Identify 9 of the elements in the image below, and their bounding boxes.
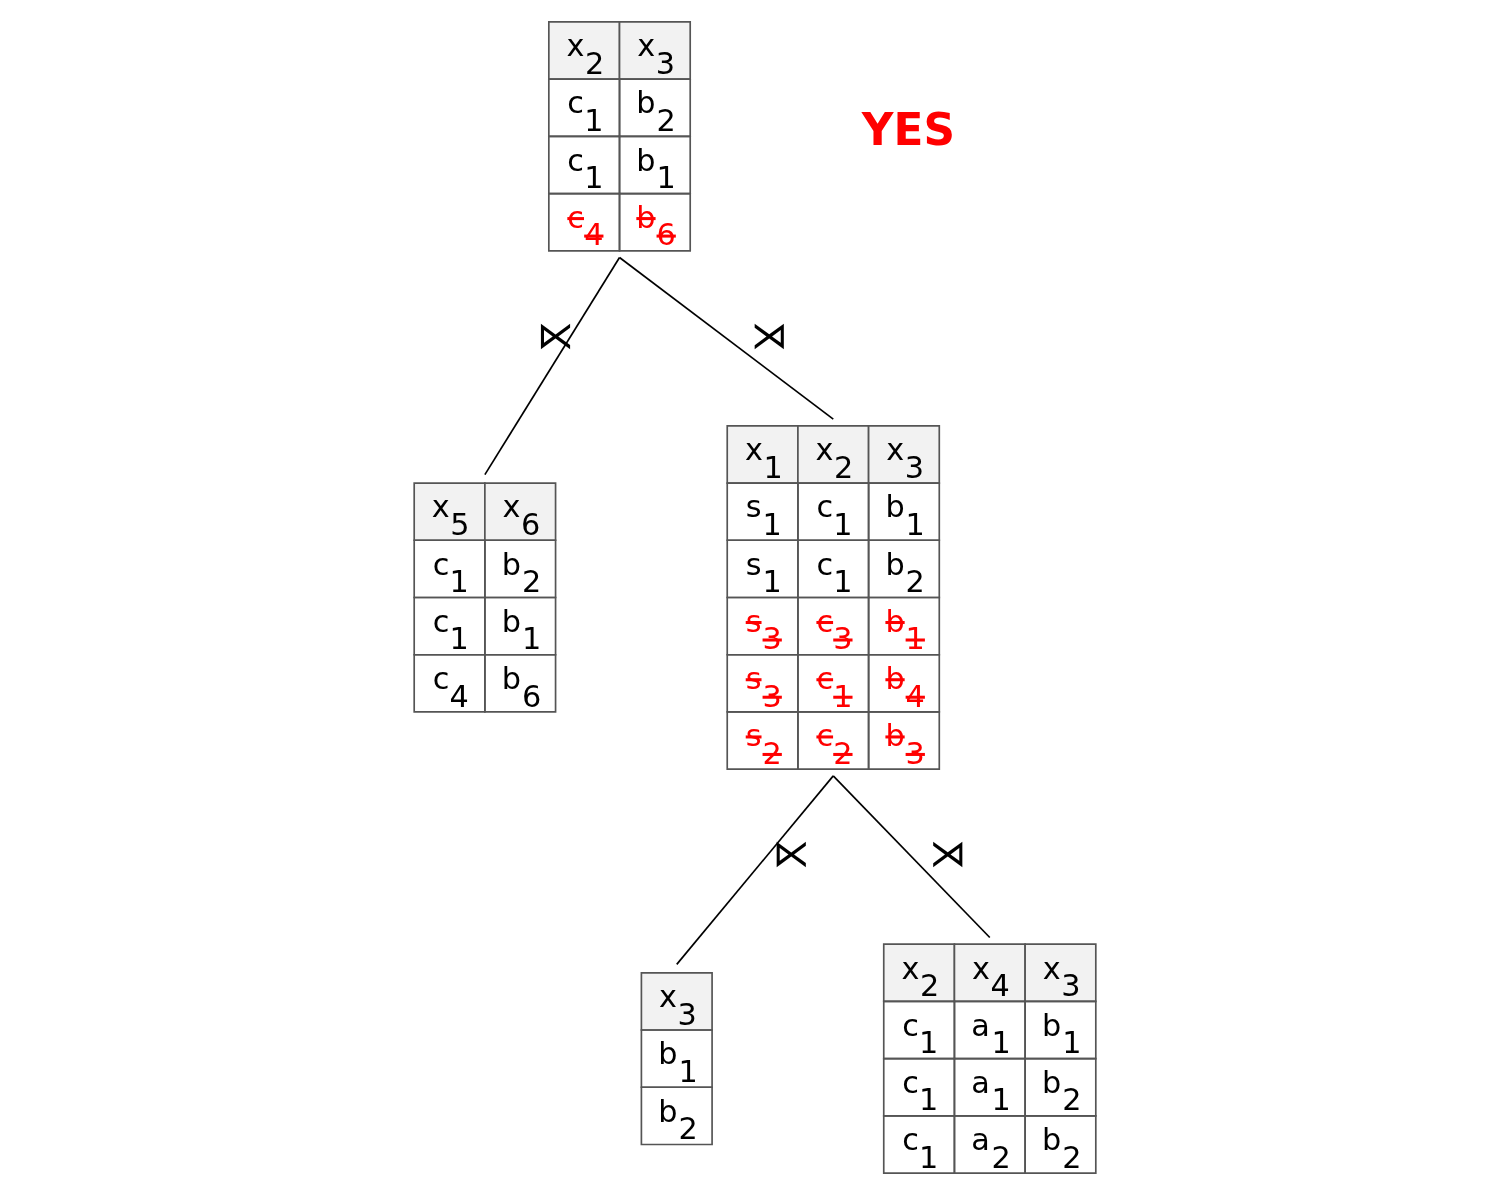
connector [484, 256, 621, 476]
edge-label: ⋊ [750, 313, 788, 357]
edge-label: ⋉ [772, 832, 810, 876]
label: YES [861, 104, 955, 156]
edge-label: ⋊ [929, 832, 967, 876]
connector [832, 775, 991, 939]
connector [675, 775, 835, 966]
connector [618, 256, 835, 420]
edge-label: ⋉ [537, 313, 575, 357]
